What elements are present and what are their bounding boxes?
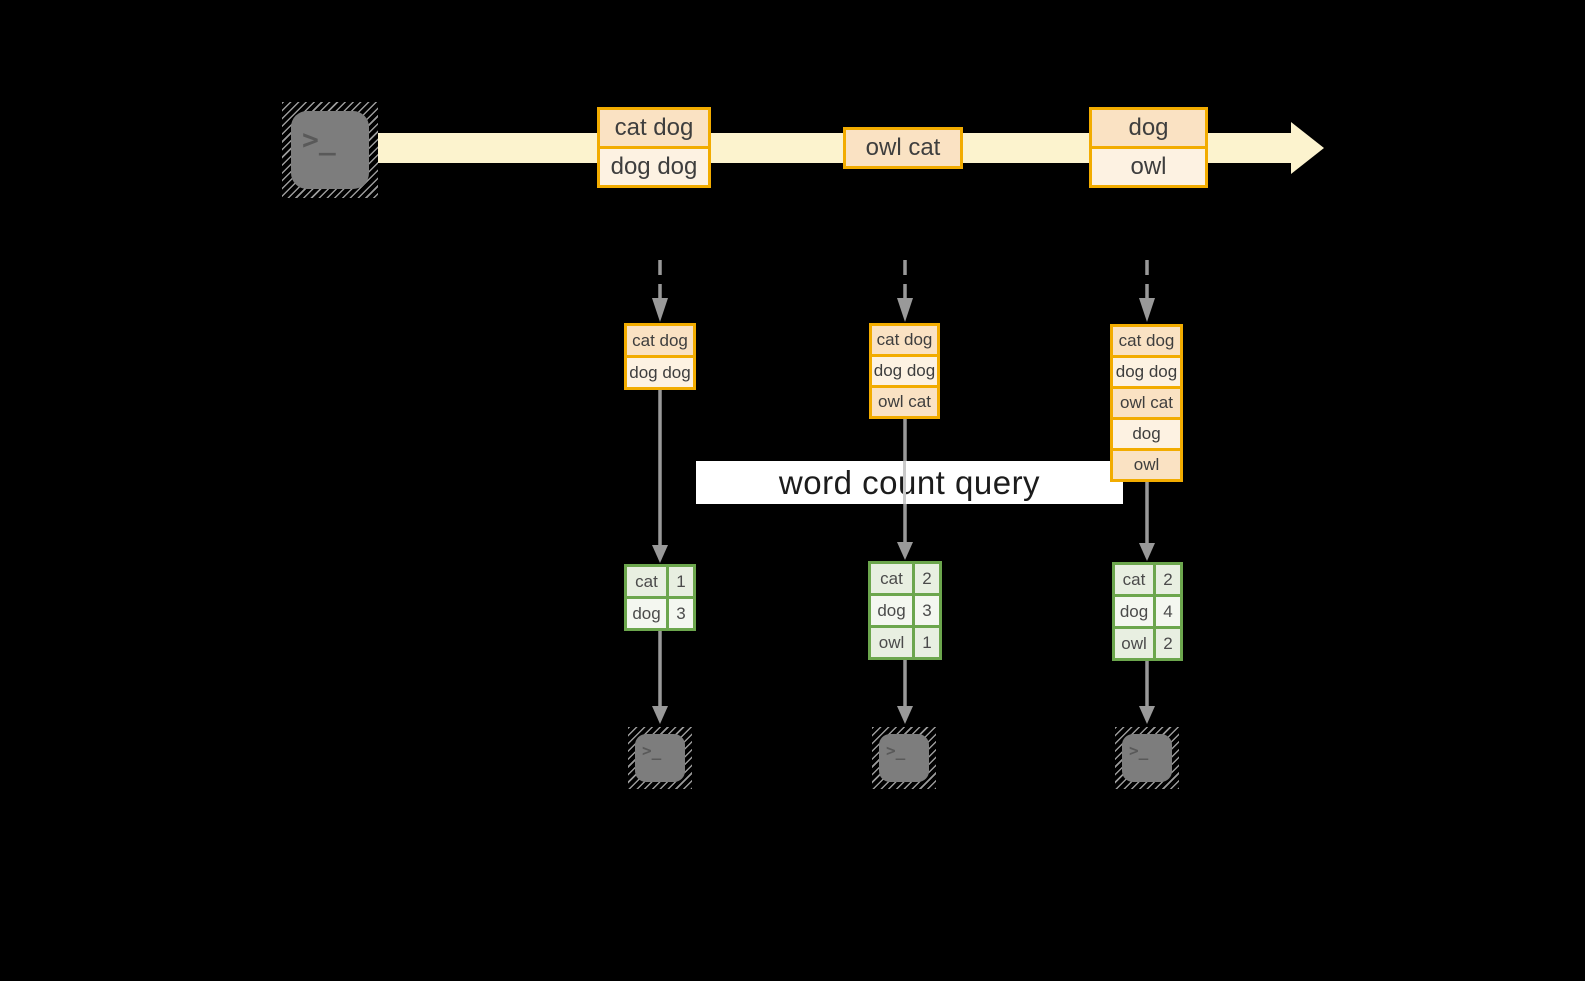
query-banner: word count query [696,461,1123,504]
timeline-batch-2: owl cat [843,127,963,169]
terminal-icon [879,734,929,782]
record: dog [1113,417,1180,448]
word-cell: cat [627,567,666,596]
connector-arrow-icon [1139,480,1155,561]
dashed-arrow-icon [652,260,668,322]
terminal-prompt-icon: >_ [1129,741,1149,760]
record: cat dog [627,326,693,355]
count-cell: 3 [666,599,693,628]
record: dog dog [627,355,693,387]
count-table-1: cat 1 dog 3 [624,564,696,631]
timeline-batch-3: dog owl [1089,107,1208,188]
table-row: owl 1 [871,625,939,657]
record: dog dog [872,354,937,385]
record: dog dog [1113,355,1180,386]
table-row: dog 3 [627,596,693,628]
record: owl cat [846,130,960,166]
table-row: cat 1 [627,567,693,596]
word-cell: cat [871,564,912,593]
terminal-prompt-icon: >_ [642,741,662,760]
micro-batch-stack-3: cat dog dog dog owl cat dog owl [1110,324,1183,482]
dashed-arrow-icon [1139,260,1155,322]
record: cat dog [1113,327,1180,355]
word-cell: owl [1115,629,1153,658]
connector-arrow-icon [897,658,913,724]
count-cell: 2 [1153,629,1180,658]
record: owl cat [1113,386,1180,417]
record: owl [1113,448,1180,479]
record: cat dog [872,326,937,354]
word-cell: dog [871,596,912,625]
count-table-2: cat 2 dog 3 owl 1 [868,561,942,660]
count-cell: 1 [912,628,939,657]
record: cat dog [600,110,708,146]
count-cell: 2 [912,564,939,593]
sink-terminal-icon-3: >_ [1115,727,1179,789]
word-cell: owl [871,628,912,657]
record: dog [1092,110,1205,146]
count-cell: 1 [666,567,693,596]
terminal-icon [635,734,685,782]
table-row: owl 2 [1115,626,1180,658]
query-banner-label: word count query [778,463,1041,501]
table-row: cat 2 [1115,565,1180,594]
table-row: dog 4 [1115,594,1180,626]
count-cell: 3 [912,596,939,625]
terminal-icon [1122,734,1172,782]
terminal-prompt-icon: >_ [886,741,906,760]
word-cell: dog [627,599,666,628]
record: owl [1092,146,1205,185]
connector-arrow-icon [1139,659,1155,724]
terminal-prompt-icon: >_ [302,123,336,156]
micro-batch-stack-1: cat dog dog dog [624,323,696,390]
count-cell: 4 [1153,597,1180,626]
timeline-batch-1: cat dog dog dog [597,107,711,188]
dashed-arrow-icon [897,260,913,322]
connector-arrow-icon [652,390,668,563]
table-row: dog 3 [871,593,939,625]
timeline-arrowhead-icon [1291,122,1324,174]
sink-terminal-icon-1: >_ [628,727,692,789]
connector-through-banner [903,461,906,504]
connector-arrow-icon [652,629,668,724]
count-table-3: cat 2 dog 4 owl 2 [1112,562,1183,661]
record: dog dog [600,146,708,185]
record: owl cat [872,385,937,416]
word-cell: cat [1115,565,1153,594]
table-row: cat 2 [871,564,939,593]
word-cell: dog [1115,597,1153,626]
source-terminal-icon: >_ [282,102,378,198]
terminal-icon [291,111,369,189]
count-cell: 2 [1153,565,1180,594]
sink-terminal-icon-2: >_ [872,727,936,789]
micro-batch-stack-2: cat dog dog dog owl cat [869,323,940,419]
